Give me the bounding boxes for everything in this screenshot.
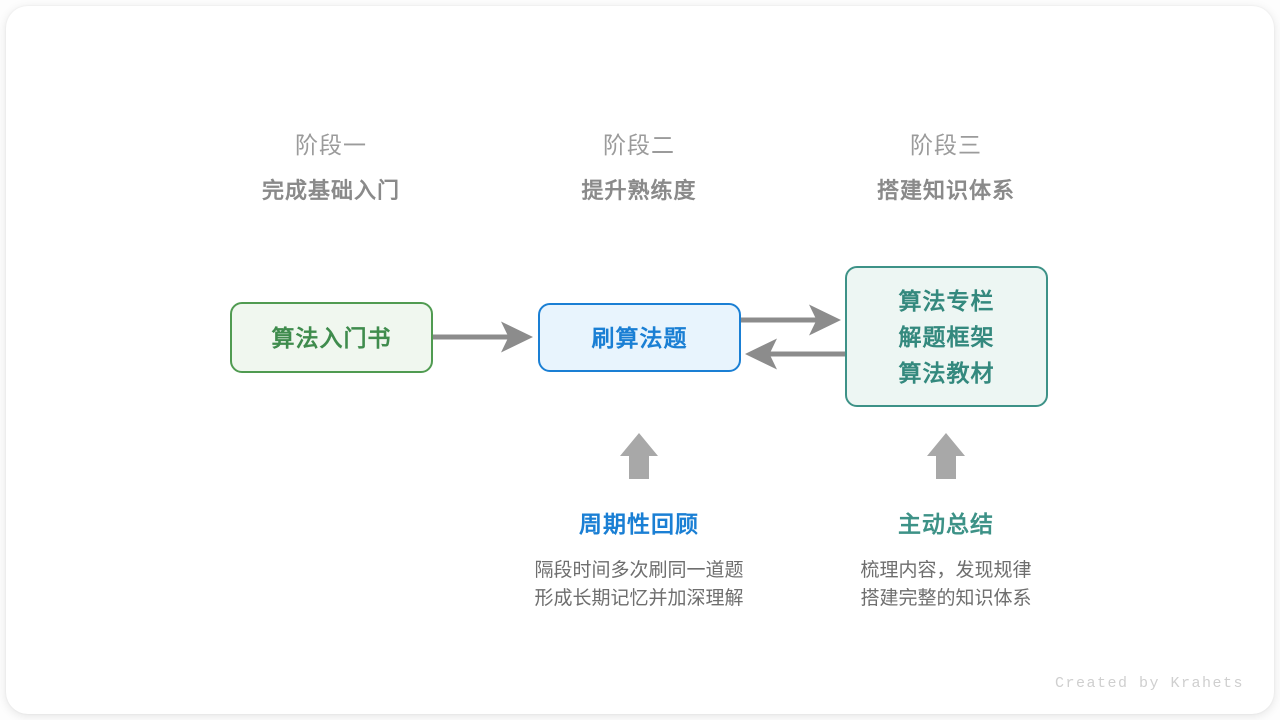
node-label-1: 算法专栏 [898,287,995,314]
stage-header-1: 阶段一 完成基础入门 [201,128,461,208]
stage-header-3: 阶段三 搭建知识体系 [816,128,1076,208]
footer-credit: Created by Krahets [1054,675,1244,692]
stage-title-3: 搭建知识体系 [876,178,1015,203]
node-label: 刷算法题 [591,324,688,351]
node-label: 算法入门书 [271,324,392,351]
stage-title-1: 完成基础入门 [261,178,400,203]
annotation-desc-line-1: 梳理内容，发现规律 [860,560,1032,581]
annotation-active-summary: 主动总结 梳理内容，发现规律 搭建完整的知识体系 [786,509,1106,613]
annotation-title: 主动总结 [898,511,994,537]
annotation-title: 周期性回顾 [579,511,699,537]
node-label-2: 解题框架 [898,323,995,350]
node-algorithm-intro-book[interactable]: 算法入门书 [230,302,433,373]
annotation-description: 梳理内容，发现规律 搭建完整的知识体系 [786,557,1106,613]
annotation-desc-line-1: 隔段时间多次刷同一道题 [534,560,744,581]
stage-index-3: 阶段三 [910,132,982,158]
stage-title-2: 提升熟练度 [581,178,697,203]
node-practice-problems[interactable]: 刷算法题 [538,303,741,372]
stage-index-2: 阶段二 [603,132,675,158]
annotation-description: 隔段时间多次刷同一道题 形成长期记忆并加深理解 [479,557,799,613]
stage-header-2: 阶段二 提升熟练度 [509,128,769,208]
annotation-desc-line-2: 搭建完整的知识体系 [860,588,1032,609]
annotation-periodic-review: 周期性回顾 隔段时间多次刷同一道题 形成长期记忆并加深理解 [479,509,799,613]
stage-index-1: 阶段一 [295,132,367,158]
node-learning-resources[interactable]: 算法专栏 解题框架 算法教材 [845,266,1048,407]
node-label-3: 算法教材 [898,359,995,386]
annotation-desc-line-2: 形成长期记忆并加深理解 [534,588,744,609]
